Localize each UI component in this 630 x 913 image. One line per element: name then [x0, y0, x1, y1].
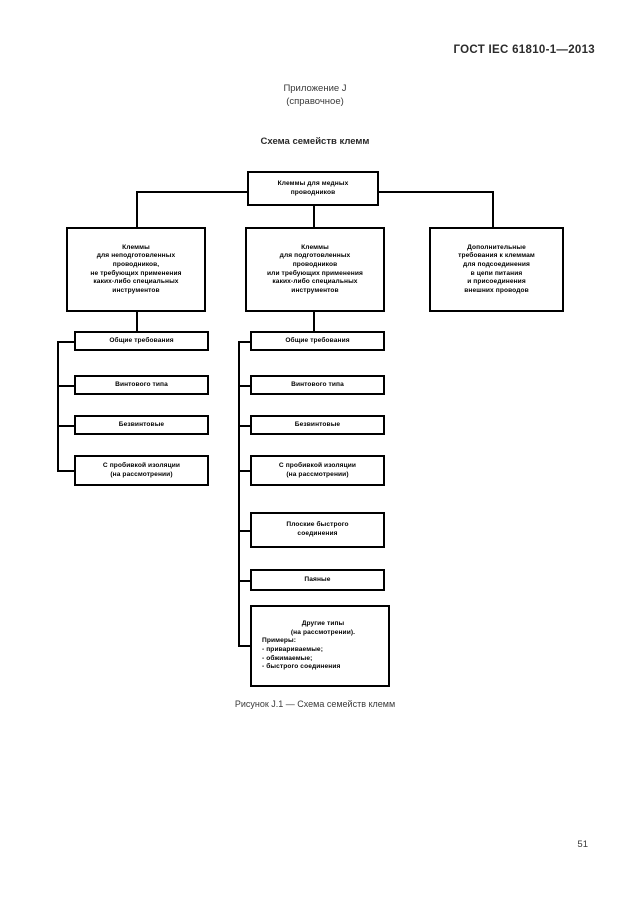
- document-header: ГОСТ IEC 61810-1—2013: [453, 44, 595, 56]
- node-l-3-label: Безвинтовые: [118, 420, 165, 428]
- connector-left-stub-2: [57, 385, 74, 387]
- node-l-1: Общие требования: [74, 331, 209, 351]
- node-m-1: Общие требования: [250, 331, 385, 351]
- node-m-7-label: Другие типы(на рассмотрении).Примеры:- п…: [262, 620, 356, 671]
- annex-subtitle-line: (справочное): [286, 96, 344, 107]
- node-m-6-label: Паяные: [304, 575, 331, 583]
- node-m-7: Другие типы(на рассмотрении).Примеры:- п…: [250, 605, 390, 687]
- node-l-2-label: Винтового типа: [115, 380, 168, 388]
- connector-left-spine: [57, 341, 59, 472]
- connector-middle-drop: [313, 205, 315, 227]
- connector-left-stub-4: [57, 470, 74, 472]
- connector-middle-stub-6: [238, 580, 250, 582]
- node-m-3: Безвинтовые: [250, 415, 385, 435]
- figure-caption: Рисунок J.1 — Схема семейств клемм: [234, 699, 396, 709]
- connector-middle-stub-7: [238, 645, 250, 647]
- connector-middle-stub-3: [238, 425, 250, 427]
- node-l-4-label: С пробивкой изоляции(на рассмотрении): [102, 461, 181, 478]
- node-l-1-label: Общие требования: [109, 336, 174, 344]
- connector-middle-stub-2: [238, 385, 250, 387]
- connector-left-branch-stem: [136, 312, 138, 331]
- annex-title-line: Приложение J: [283, 83, 347, 94]
- node-m-6: Паяные: [250, 569, 385, 591]
- connector-middle-stub-4: [238, 470, 250, 472]
- node-m-4-label: С пробивкой изоляции(на рассмотрении): [278, 461, 357, 478]
- node-m-2-label: Винтового типа: [291, 380, 344, 388]
- connector-right-drop: [492, 191, 494, 227]
- connector-left-stub-3: [57, 425, 74, 427]
- node-l-3: Безвинтовые: [74, 415, 209, 435]
- node-m-2: Винтового типа: [250, 375, 385, 395]
- node-m-3-label: Безвинтовые: [294, 420, 341, 428]
- node-m-4: С пробивкой изоляции(на рассмотрении): [250, 455, 385, 486]
- annex-heading: Приложение J (справочное): [0, 82, 630, 108]
- figure-heading: Схема семейств клемм: [260, 136, 370, 147]
- page-number: 51: [577, 839, 588, 850]
- connector-middle-spine: [238, 341, 240, 646]
- node-m-1-label: Общие требования: [285, 336, 350, 344]
- node-l-4: С пробивкой изоляции(на рассмотрении): [74, 455, 209, 486]
- connector-left-stub-1: [57, 341, 74, 343]
- connector-middle-branch-stem: [313, 312, 315, 331]
- connector-middle-stub-5: [238, 530, 250, 532]
- connector-left-drop: [136, 191, 138, 227]
- connector-middle-stub-1: [238, 341, 250, 343]
- node-l-2: Винтового типа: [74, 375, 209, 395]
